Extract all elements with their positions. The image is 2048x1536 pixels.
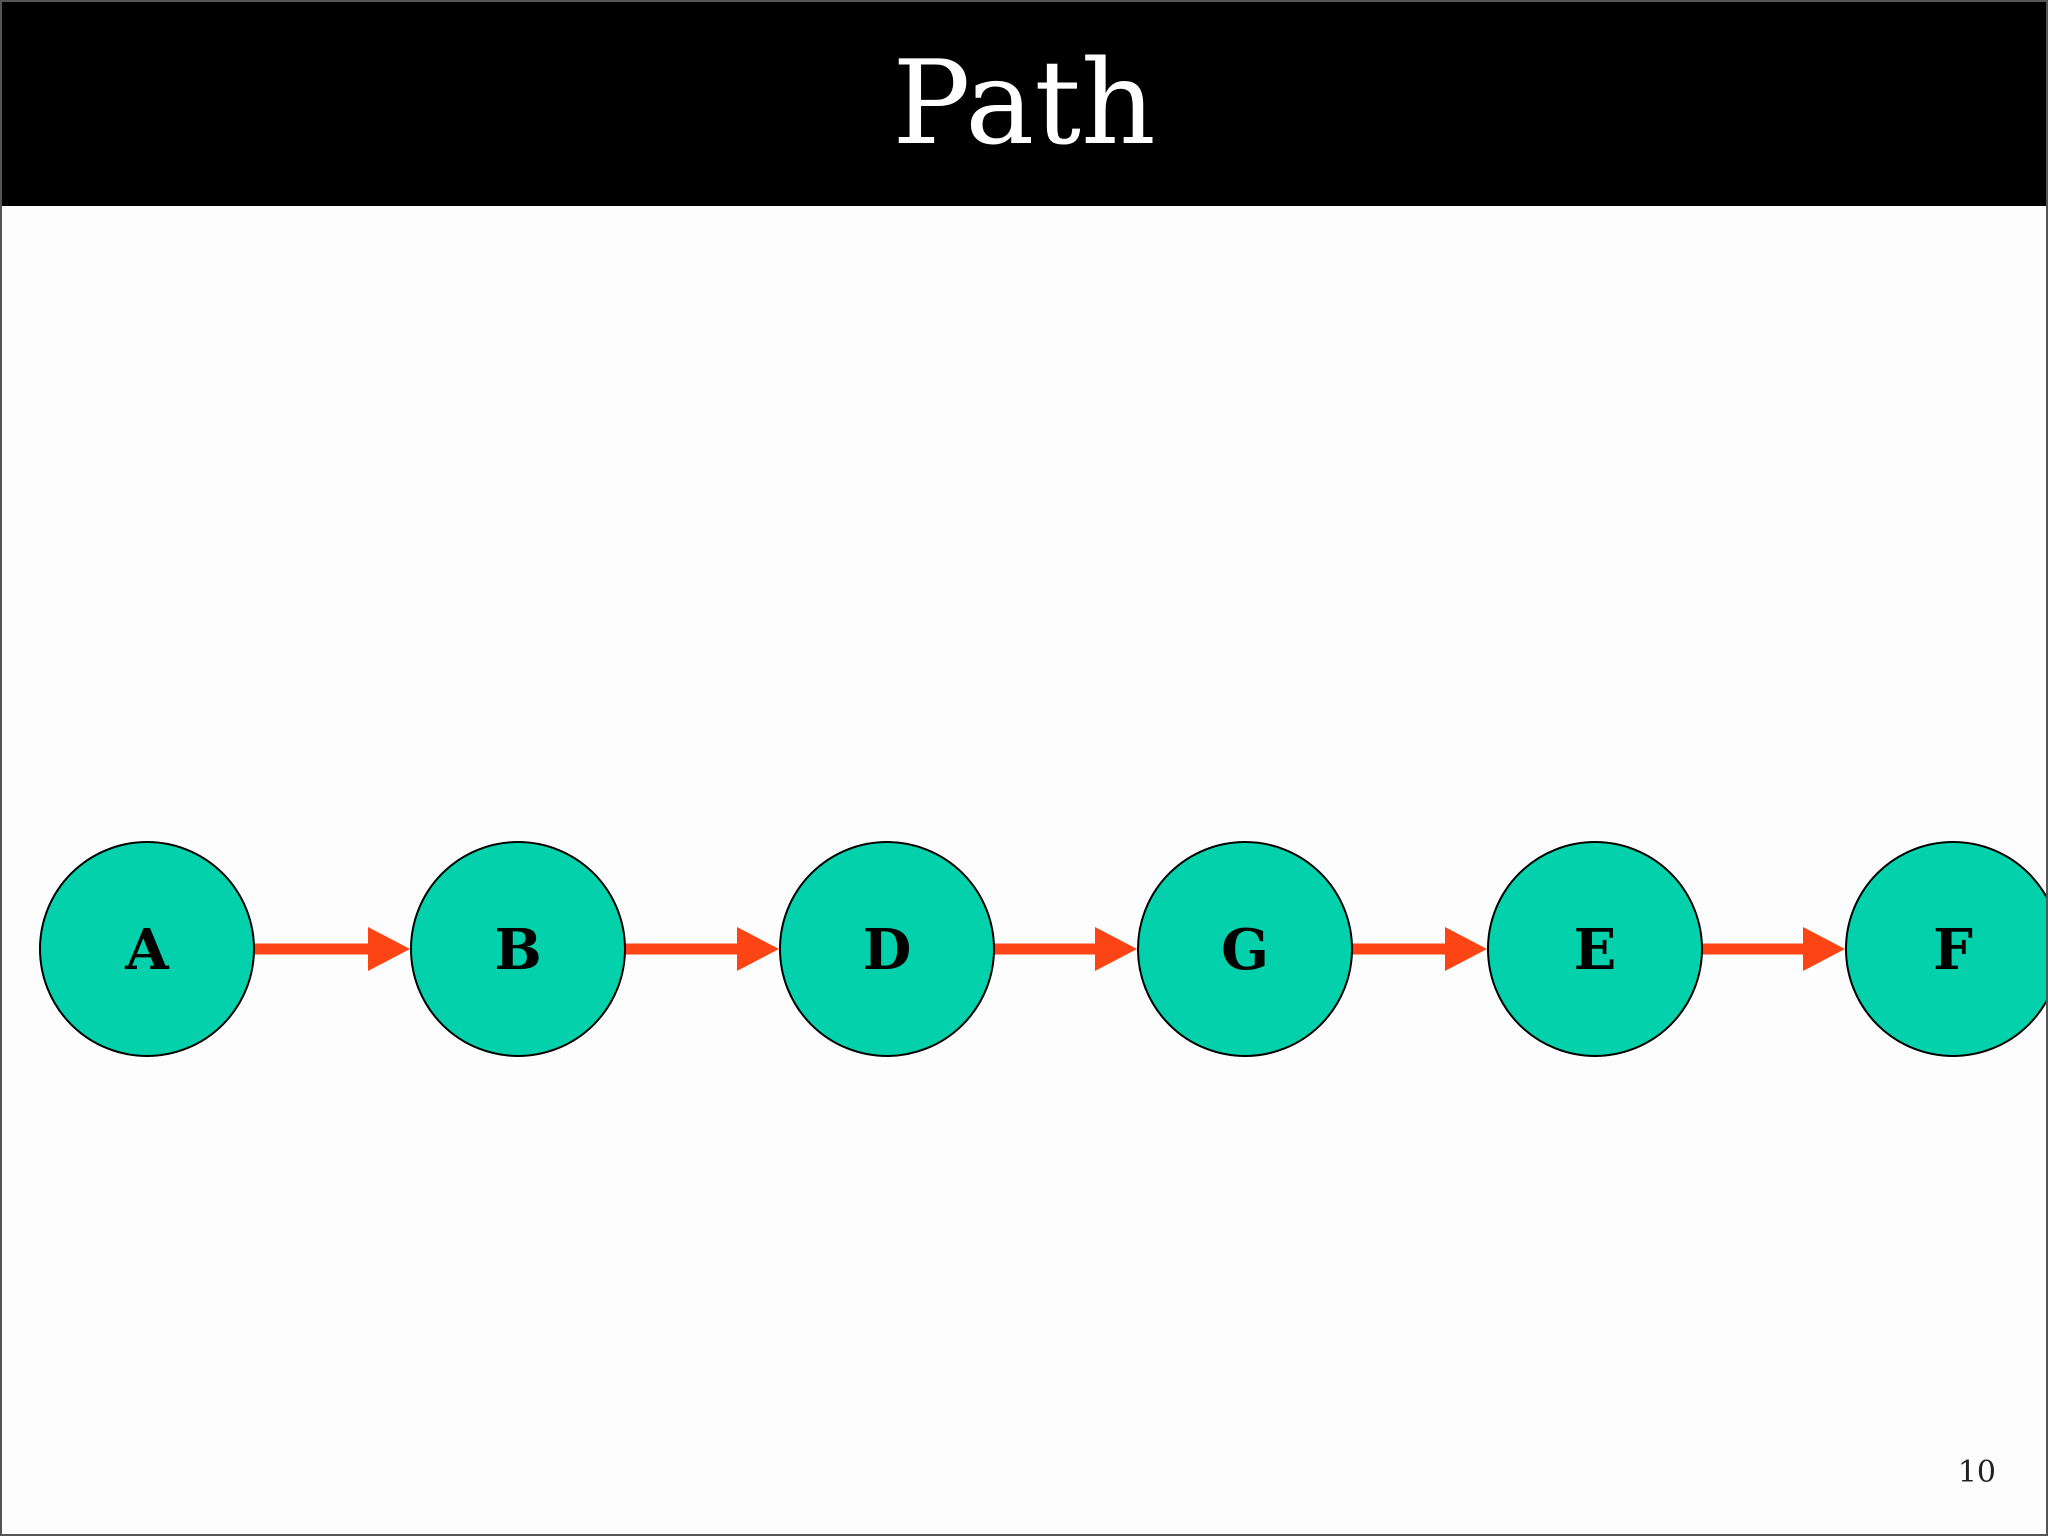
node-label: D xyxy=(863,917,912,983)
arrow-head xyxy=(1445,927,1487,971)
arrow-g-to-e xyxy=(1352,927,1487,971)
title-bar: Path xyxy=(2,2,2046,206)
arrow-shaft xyxy=(625,943,739,955)
node-circle xyxy=(1487,841,1703,1057)
arrow-shaft xyxy=(1352,943,1447,955)
arrow-shaft xyxy=(994,943,1097,955)
arrow-head xyxy=(368,927,410,971)
node-e: E xyxy=(1487,841,1703,1057)
arrow-a-to-b xyxy=(254,927,410,971)
arrow-shaft xyxy=(254,943,370,955)
node-label: G xyxy=(1221,917,1269,983)
node-label: F xyxy=(1933,917,1973,983)
node-circle xyxy=(1137,841,1353,1057)
node-f: F xyxy=(1845,841,2046,1057)
node-d: D xyxy=(779,841,995,1057)
node-label: B xyxy=(494,917,541,983)
arrow-b-to-d xyxy=(625,927,779,971)
node-label: E xyxy=(1574,917,1617,983)
node-circle xyxy=(779,841,995,1057)
arrow-d-to-g xyxy=(994,927,1137,971)
slide-title: Path xyxy=(892,36,1156,171)
page-number: 10 xyxy=(1957,1455,1996,1490)
node-circle xyxy=(39,841,255,1057)
arrow-e-to-f xyxy=(1702,927,1845,971)
node-circle xyxy=(410,841,626,1057)
node-label: A xyxy=(124,917,170,983)
node-circle xyxy=(1845,841,2046,1057)
edges-layer xyxy=(254,927,1845,971)
arrow-shaft xyxy=(1702,943,1805,955)
node-b: B xyxy=(410,841,626,1057)
node-a: A xyxy=(39,841,255,1057)
node-g: G xyxy=(1137,841,1353,1057)
arrow-head xyxy=(1803,927,1845,971)
arrow-head xyxy=(737,927,779,971)
arrow-head xyxy=(1095,927,1137,971)
